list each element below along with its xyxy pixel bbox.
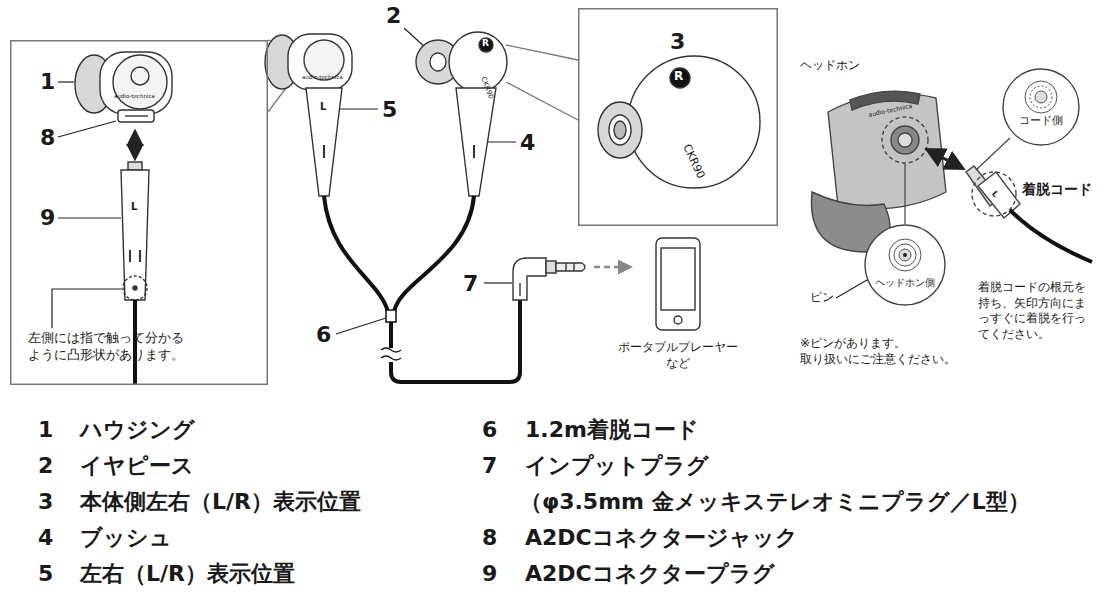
detachable-cord	[966, 166, 1092, 262]
note-text: 左側には指で触って分かるように凸形状があります。	[28, 330, 196, 364]
part-name: イヤピース	[80, 452, 194, 481]
panel-outline	[11, 41, 268, 385]
callout-leaders	[905, 138, 1010, 224]
callout-number: 5	[382, 96, 397, 125]
socket-ring	[899, 249, 911, 261]
lr-mark: L	[320, 100, 326, 113]
socket-ring	[1035, 91, 1047, 103]
part-name: 1.2m着脱コード	[525, 416, 699, 445]
callout-number: 1	[38, 416, 53, 445]
portable-player	[656, 238, 700, 330]
part-label: ピン	[810, 290, 834, 306]
callout-number: 2	[386, 2, 401, 31]
leader-lines	[52, 28, 898, 334]
lr-mark: L	[131, 200, 137, 213]
callout-number: 9	[482, 560, 497, 589]
left-panel-earphone	[75, 52, 172, 122]
socket-ring	[1030, 86, 1052, 108]
part-label: 着脱コード	[1022, 180, 1092, 198]
input-plug	[513, 258, 585, 300]
brand-logo: audio-technica	[302, 75, 343, 81]
callout-number: 6	[482, 416, 497, 445]
callout-number: 3	[38, 488, 53, 517]
circle-outline	[864, 224, 946, 306]
detail-circle: コード側	[1002, 68, 1080, 146]
zoom-panel: 1 8 9 左側には指で触って分かるように凸形状があります。	[10, 40, 268, 385]
part-name: （φ3.5mm 金メッキステレオミニプラグ／L型）	[520, 488, 1030, 517]
zoom-panel: 3	[578, 8, 778, 226]
part-label: ヘッドホン	[800, 58, 860, 74]
callout-number: 8	[40, 124, 55, 153]
connect-arrow	[594, 266, 630, 269]
callout-number: 6	[316, 321, 331, 350]
lr-mark: R	[674, 69, 683, 85]
callout-number: 7	[463, 270, 478, 299]
callout-number: 5	[38, 560, 53, 589]
cable	[324, 196, 520, 382]
detail-label: ヘッドホン側	[875, 276, 935, 289]
socket-ring	[1025, 81, 1057, 113]
right-earphone	[416, 32, 507, 196]
zoom-earphone	[598, 56, 760, 188]
attach-arrow	[134, 132, 137, 158]
instruction-note: 着脱コードの根元を持ち、矢印方向にまっすぐに着脱を行ってください。	[978, 280, 1090, 342]
circle-outline	[865, 225, 945, 305]
part-name: A2DCコネクタージャック	[525, 524, 798, 553]
part-name: ブッシュ	[80, 524, 172, 553]
left-earphone	[265, 34, 352, 196]
callout-number: 9	[40, 204, 55, 233]
circle-outline	[1003, 69, 1079, 145]
socket-ring	[889, 239, 921, 271]
callout-number: 2	[38, 452, 53, 481]
callout-number: 8	[482, 524, 497, 553]
right-zoom-pointer	[506, 45, 578, 120]
part-name: インプットプラグ	[525, 452, 709, 481]
callout-number: 7	[482, 452, 497, 481]
detail-label: コード側	[1019, 114, 1063, 128]
pin-dot	[903, 253, 907, 257]
attach-arrow	[928, 150, 962, 168]
cord-slider	[386, 310, 396, 322]
caution-note: ※ピンがあります。 取り扱いにご注意ください。	[800, 336, 985, 367]
part-name: A2DCコネクタープラグ	[525, 560, 775, 589]
socket-ring	[894, 244, 916, 266]
part-name: ハウジング	[80, 416, 195, 445]
callout-number: 1	[40, 68, 55, 97]
detail-circle: ヘッドホン側	[864, 224, 946, 306]
circle-outline	[1002, 68, 1080, 146]
callout-number: 4	[520, 129, 535, 158]
brand-logo: audio-technica	[114, 94, 155, 100]
cable-break	[381, 348, 401, 360]
part-name: 本体側左右（L/R）表示位置	[80, 488, 361, 517]
part-name: 左右（L/R）表示位置	[80, 560, 295, 589]
panel-outline	[579, 9, 778, 226]
lr-mark: R	[482, 38, 489, 50]
callout-number: 3	[670, 28, 685, 57]
device-label: ポータブルプレーヤー など	[608, 340, 748, 371]
callout-number: 4	[38, 524, 53, 553]
headphone-housing	[811, 91, 946, 252]
